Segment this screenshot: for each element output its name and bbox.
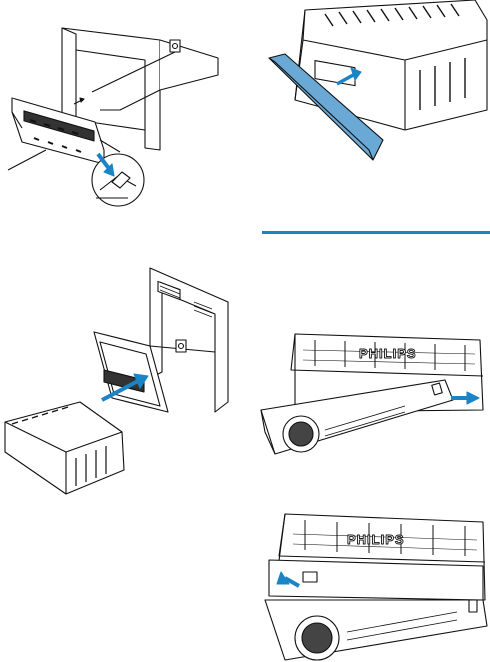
tab-detail-zoom [92,154,144,206]
figure-mount-bracket [0,0,240,220]
philips-logo: PHILIPS [359,346,417,361]
figure-insert-unit [0,262,240,502]
figure-remove-front-panel: PHILIPS [255,320,490,470]
section-divider [262,231,490,234]
philips-logo: PHILIPS [347,532,405,547]
figure-remove-trim-frame [255,0,490,170]
radio-unit [5,402,124,494]
figure-attach-front-panel: PHILIPS [255,500,490,662]
mounting-sleeve [12,98,104,164]
front-panel [265,600,487,660]
